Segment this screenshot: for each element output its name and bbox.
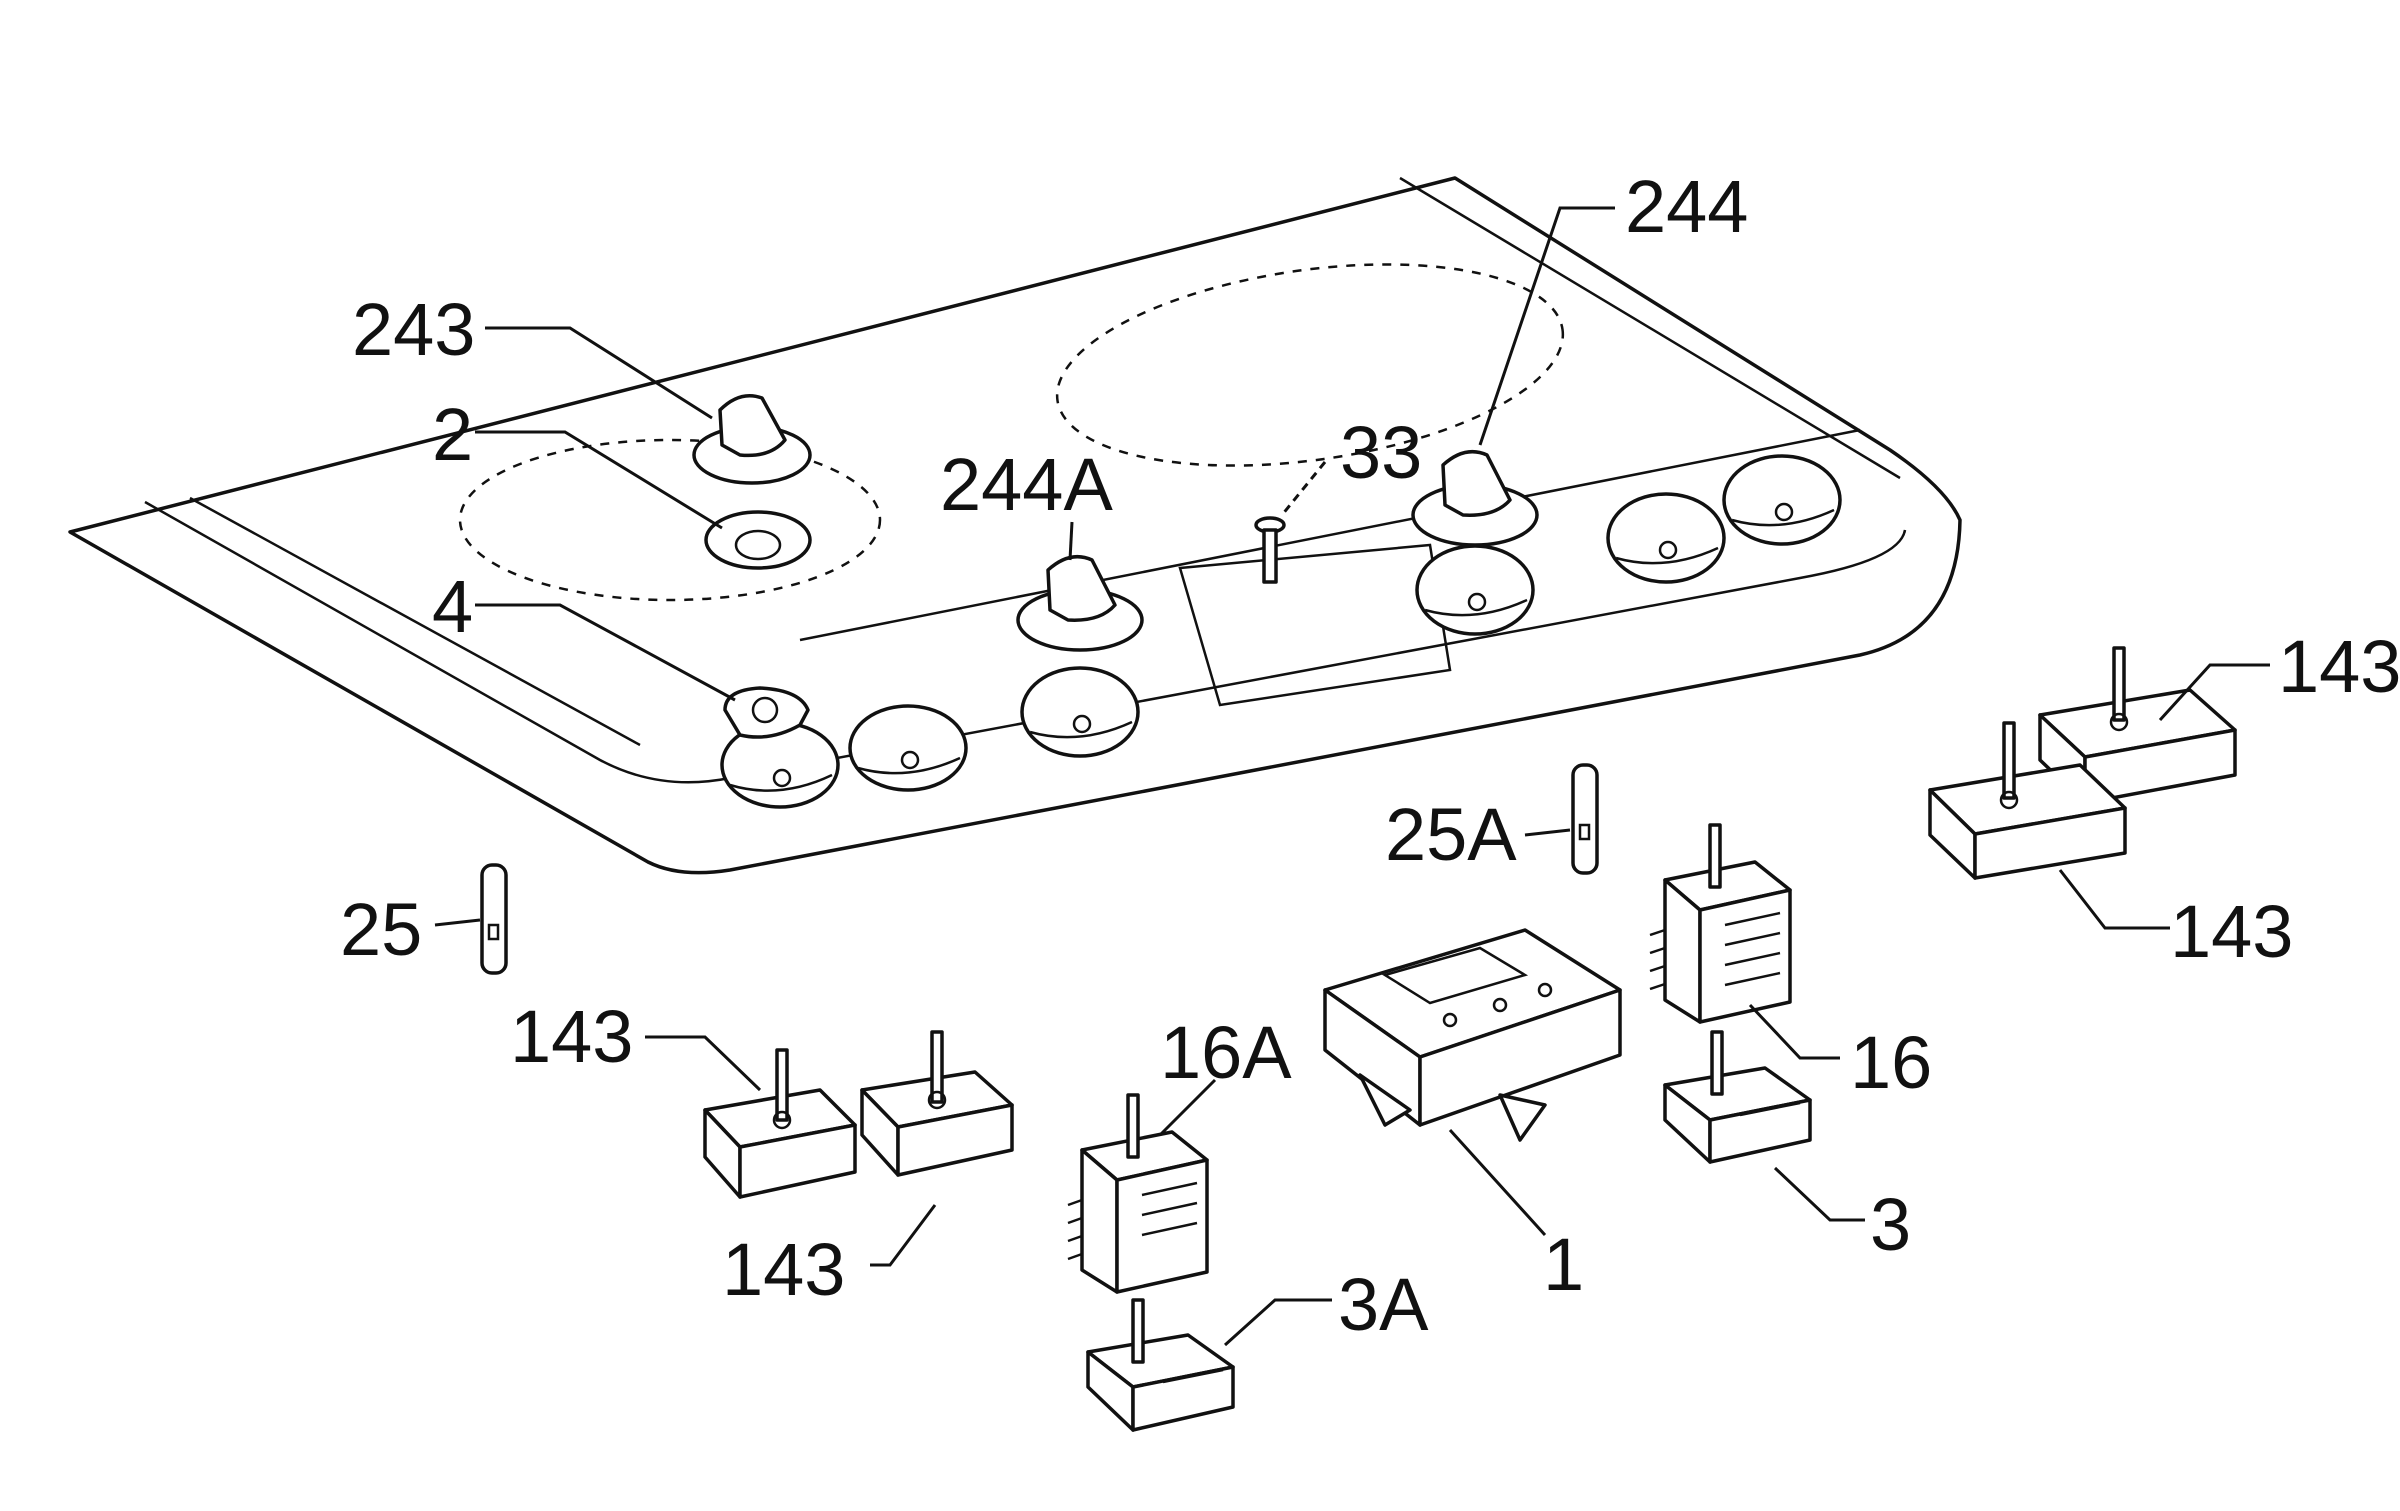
ring-2 xyxy=(704,510,812,570)
leader-244A xyxy=(1068,521,1074,561)
callout-3A: 3A xyxy=(1338,1263,1429,1346)
screw-33 xyxy=(1254,516,1286,584)
control-panel xyxy=(68,176,1962,875)
callout-2: 2 xyxy=(432,393,473,476)
thermostat-3A xyxy=(1086,1298,1235,1432)
leader-244 xyxy=(1478,206,1615,446)
leader-25A xyxy=(1524,828,1571,837)
leader-3A xyxy=(1223,1298,1332,1347)
callout-244: 244 xyxy=(1625,165,1748,248)
regulator-143-r xyxy=(1928,721,2127,880)
leader-33 xyxy=(1280,461,1327,516)
knob-recess xyxy=(1606,492,1726,584)
leader-143-l xyxy=(645,1035,762,1092)
leader-3 xyxy=(1773,1166,1865,1222)
thermostat-3 xyxy=(1663,1030,1812,1164)
pin-25 xyxy=(480,863,508,975)
callout-labels: 243 2 4 244A 33 244 143 25A 143 25 143 1… xyxy=(340,165,2400,1346)
callout-244A: 244A xyxy=(940,443,1113,526)
callout-143-l: 143 xyxy=(510,995,633,1078)
callout-16A: 16A xyxy=(1160,1011,1292,1094)
knob-recess xyxy=(1020,666,1140,758)
leader-lines xyxy=(434,206,2270,1347)
knob-recess xyxy=(848,704,968,792)
leader-243 xyxy=(485,326,713,420)
knob-244 xyxy=(1411,449,1539,547)
leader-1 xyxy=(1448,1128,1547,1237)
regulator-143-b xyxy=(860,1030,1014,1177)
knob-recess xyxy=(1722,454,1842,546)
callout-143-r: 143 xyxy=(2170,890,2293,973)
leader-143-tr xyxy=(2158,663,2270,722)
leader-143-r xyxy=(2058,869,2170,930)
switch-16 xyxy=(1649,823,1792,1024)
callout-33: 33 xyxy=(1340,411,1422,494)
knob-recess xyxy=(720,721,840,809)
callout-25A: 25A xyxy=(1385,793,1517,876)
leader-16A xyxy=(1158,1078,1217,1137)
pin-25A xyxy=(1571,763,1599,875)
callout-4: 4 xyxy=(432,565,473,648)
timer-module-1 xyxy=(1323,928,1622,1142)
knob-243 xyxy=(692,394,812,485)
leader-143-b xyxy=(870,1204,937,1267)
callout-16: 16 xyxy=(1850,1021,1932,1104)
regulator-143-l xyxy=(703,1048,857,1199)
leader-4 xyxy=(475,603,736,702)
knob-recesses xyxy=(720,454,1842,809)
switch-16A xyxy=(1067,1093,1209,1294)
callout-243: 243 xyxy=(352,288,475,371)
leader-2 xyxy=(475,430,723,530)
callout-143-b: 143 xyxy=(722,1228,845,1311)
leader-16 xyxy=(1748,1003,1840,1060)
bezel-4 xyxy=(723,686,810,739)
knob-recess xyxy=(1415,544,1535,636)
knob-244A xyxy=(1016,554,1144,652)
callout-143-tr: 143 xyxy=(2278,625,2400,708)
callout-3: 3 xyxy=(1870,1183,1911,1266)
callout-1: 1 xyxy=(1543,1223,1584,1306)
leader-25 xyxy=(434,918,481,927)
callout-25: 25 xyxy=(340,888,422,971)
